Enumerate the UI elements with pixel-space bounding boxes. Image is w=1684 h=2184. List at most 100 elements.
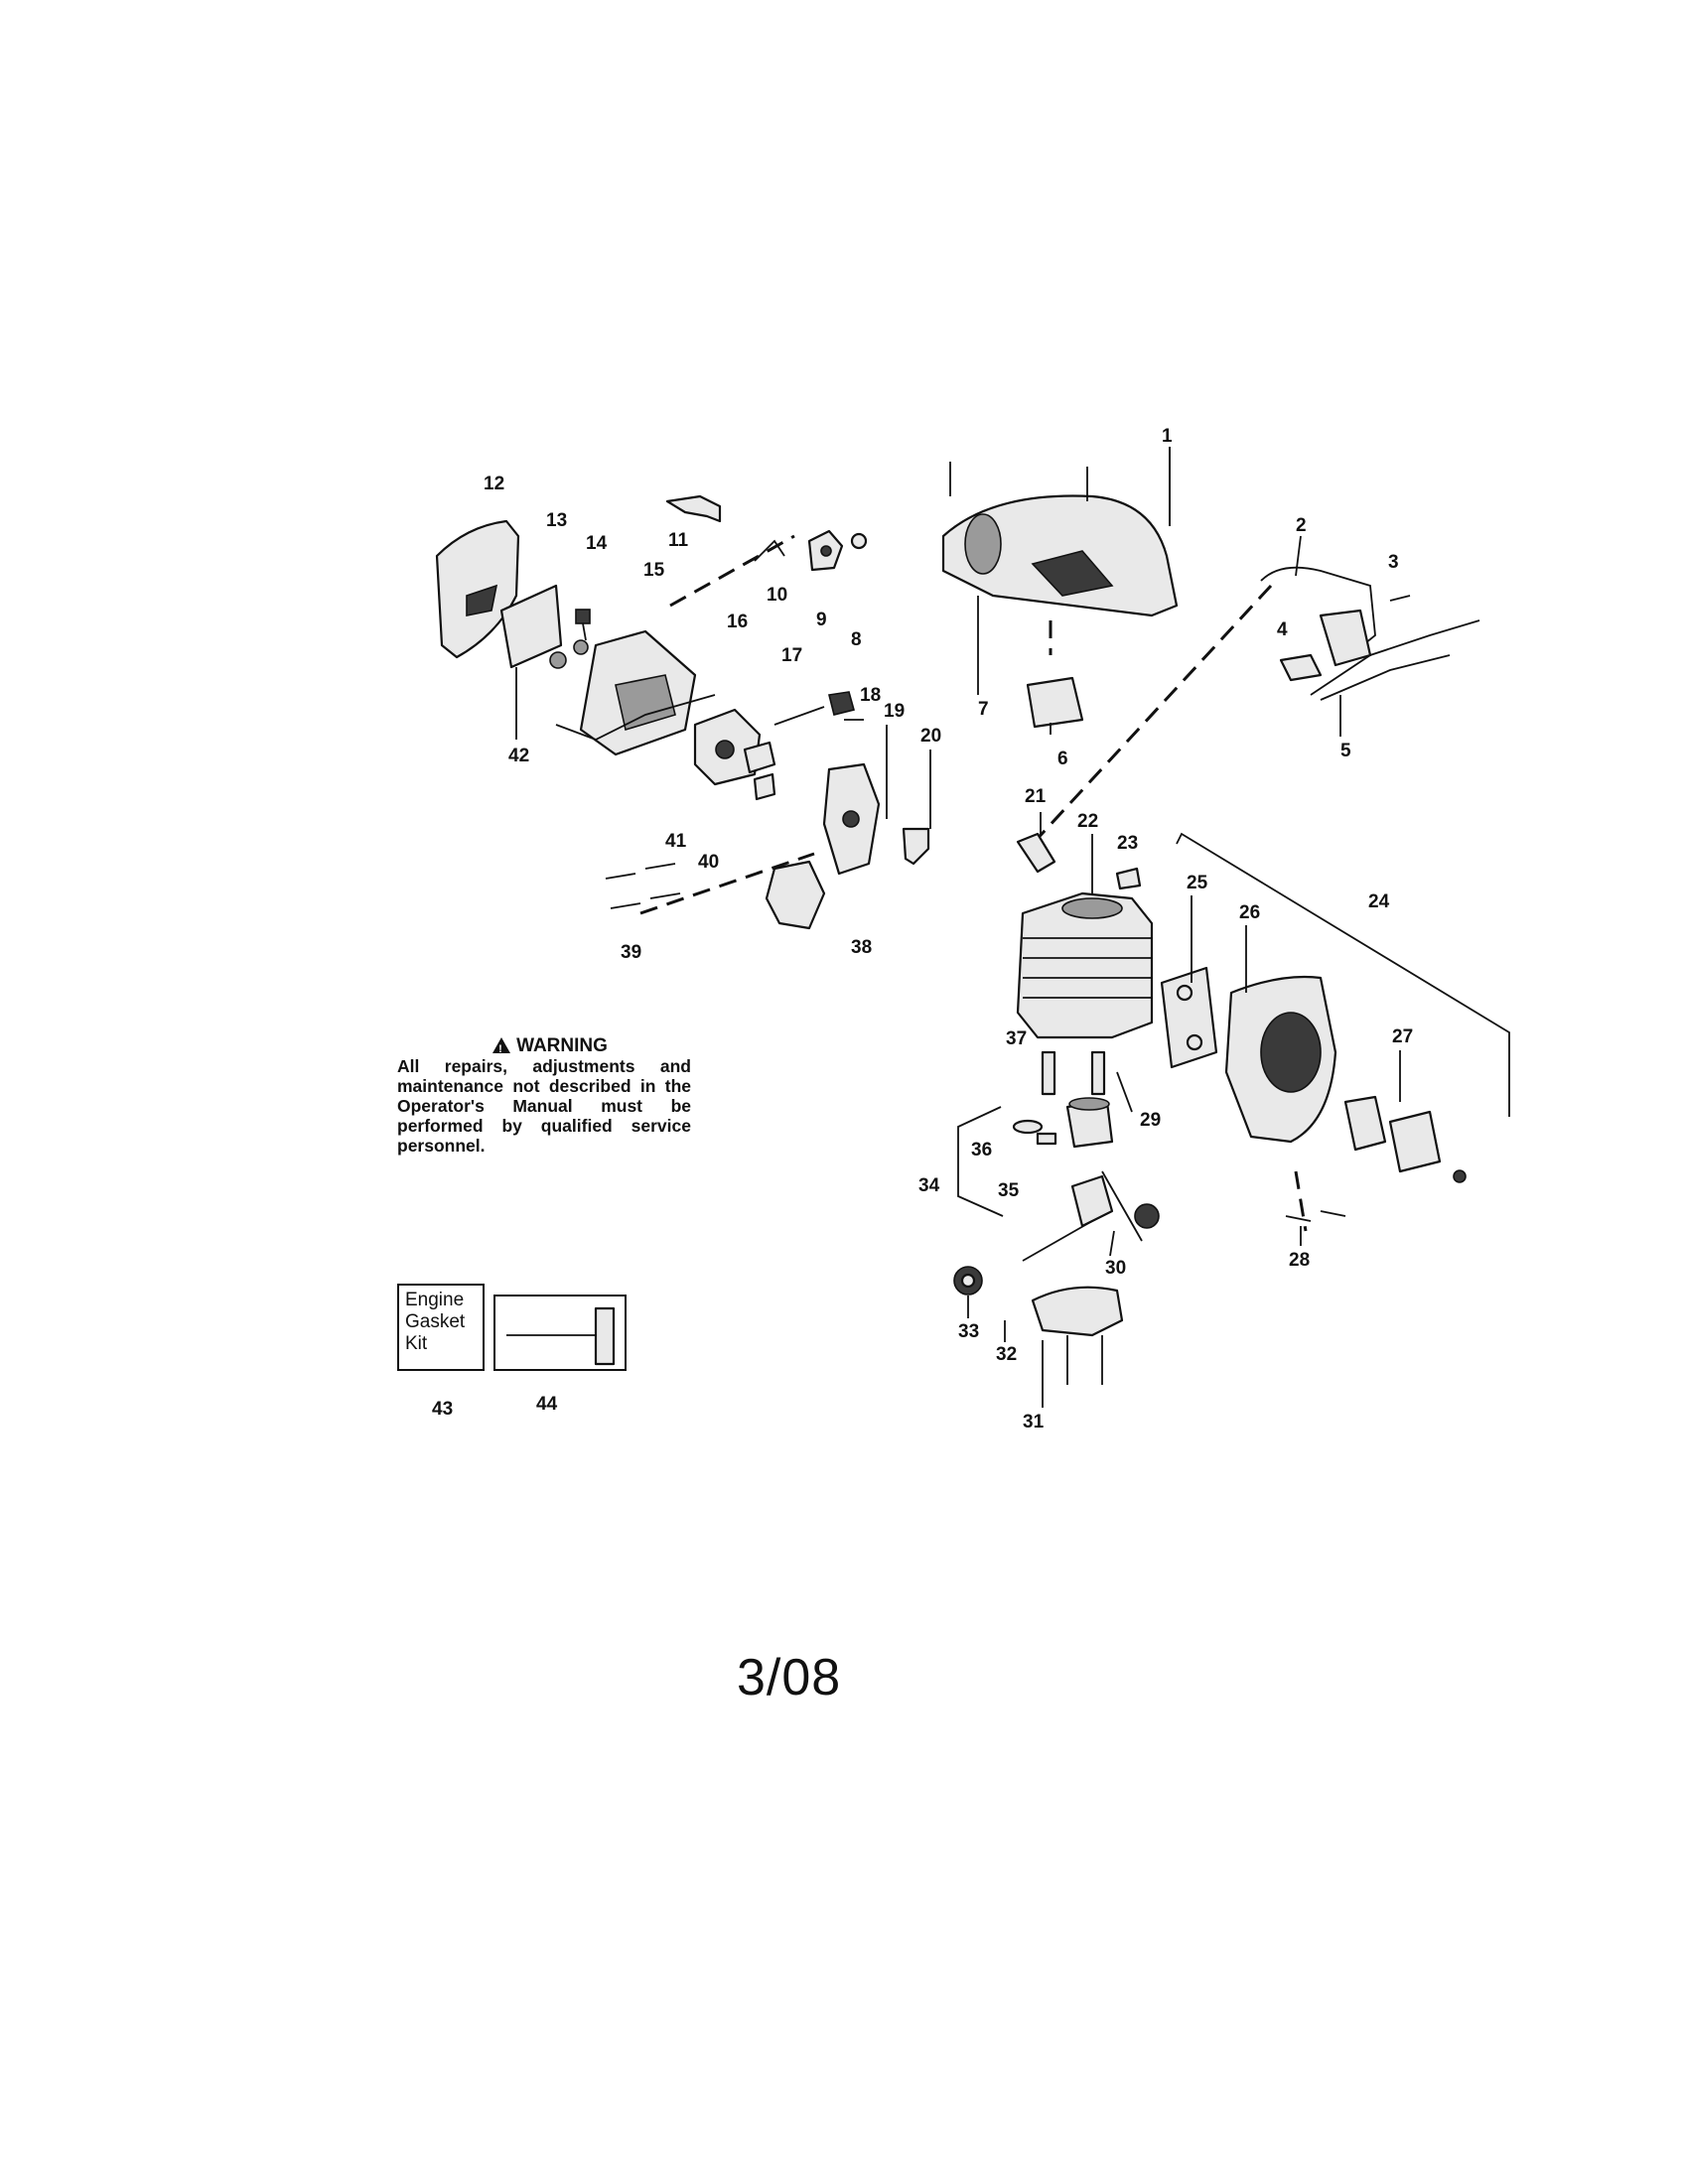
callout-8: 8	[851, 629, 862, 650]
callout-24: 24	[1368, 891, 1390, 912]
callout-36: 36	[971, 1140, 992, 1160]
tool-box	[493, 1295, 627, 1371]
warning-notice: WARNING All repairs, adjustments and mai…	[397, 1036, 691, 1157]
assembly-line-21-2	[1031, 584, 1273, 846]
callout-27: 27	[1392, 1026, 1413, 1047]
warning-icon	[492, 1037, 511, 1059]
callout-7: 7	[978, 699, 989, 720]
part-11-bracket	[665, 494, 722, 523]
part-31-screws	[1042, 1335, 1103, 1390]
part-38-boot	[765, 860, 826, 930]
part-33-bearing	[953, 1266, 983, 1296]
part-39-screws	[605, 863, 681, 909]
callout-21: 21	[1025, 786, 1047, 807]
callout-44: 44	[536, 1394, 558, 1415]
part-27-screen	[1343, 1095, 1467, 1183]
callout-38: 38	[851, 937, 872, 958]
part-22-cylinder	[1016, 891, 1154, 1039]
part-14-screw	[575, 609, 591, 641]
callout-6: 6	[1057, 749, 1068, 769]
kit-label: Engine Gasket Kit	[405, 1290, 466, 1354]
callout-3: 3	[1388, 552, 1399, 573]
part-34-bracket	[957, 1106, 1004, 1217]
part-12-cover	[435, 519, 520, 659]
callout-12: 12	[484, 474, 504, 494]
callout-35: 35	[998, 1180, 1020, 1201]
callout-37: 37	[1006, 1028, 1027, 1049]
part-29-piston	[1065, 1097, 1114, 1149]
part-3-screw	[1389, 595, 1411, 602]
callout-31: 31	[1023, 1412, 1045, 1433]
callout-29: 29	[1140, 1110, 1161, 1131]
callout-11: 11	[668, 530, 689, 551]
engine-gasket-kit-box: Engine Gasket Kit	[397, 1284, 485, 1371]
part-17-shaft	[773, 706, 825, 726]
callout-13: 13	[546, 510, 567, 531]
callout-39: 39	[621, 942, 641, 963]
part-44-tool	[506, 1306, 616, 1366]
part-40-gasket	[753, 772, 776, 801]
callout-42: 42	[508, 746, 529, 766]
part-21-spark-plug	[1016, 832, 1056, 874]
callout-19: 19	[884, 701, 905, 722]
assembly-line-39-19	[639, 852, 815, 915]
part-7-top-cover	[941, 494, 1179, 617]
callout-22: 22	[1077, 811, 1098, 832]
part-13-filter	[499, 584, 563, 669]
part-26-muffler	[1224, 975, 1337, 1144]
callout-18: 18	[860, 685, 881, 706]
assembly-line-28-26	[1294, 1170, 1308, 1232]
callout-40: 40	[698, 852, 719, 873]
leader-lines	[515, 447, 1401, 1408]
callout-labels: 1 2 3 4 5 6 7 8 9 10 11 12 13 14 15 16 1…	[432, 426, 1413, 1433]
part-23-clip	[1115, 867, 1142, 890]
part-41-spacer	[743, 741, 776, 774]
part-36-ring	[1012, 1119, 1044, 1135]
page-code: 3/08	[737, 1649, 842, 1706]
part-16-carburetor	[693, 708, 762, 786]
part-42-nut	[549, 651, 567, 669]
part-32-crankcase	[1031, 1286, 1124, 1337]
part-35-pin	[1036, 1132, 1057, 1146]
callout-20: 20	[920, 726, 941, 747]
callout-9: 9	[816, 610, 827, 630]
callout-43: 43	[432, 1399, 453, 1420]
warning-text: All repairs, adjustments and maintenance…	[397, 1056, 691, 1156]
callout-4: 4	[1277, 619, 1288, 640]
part-8-nut	[850, 532, 868, 550]
part-6-decal	[1026, 676, 1084, 729]
callout-16: 16	[727, 612, 748, 632]
part-20-clip	[902, 827, 930, 866]
callout-1: 1	[1162, 426, 1173, 447]
callout-34: 34	[918, 1175, 940, 1196]
callout-25: 25	[1187, 873, 1208, 893]
callout-5: 5	[1340, 741, 1351, 761]
part-5-wires	[1310, 619, 1480, 701]
callout-32: 32	[996, 1344, 1017, 1365]
callout-23: 23	[1117, 833, 1138, 854]
part-15-airbox	[555, 629, 716, 756]
part-30-crankshaft	[1022, 1170, 1143, 1262]
callout-15: 15	[643, 560, 665, 581]
callout-17: 17	[781, 645, 802, 666]
callout-30: 30	[1105, 1258, 1126, 1279]
part-28-screws	[1285, 1210, 1346, 1222]
part-37-studs	[1041, 1050, 1106, 1096]
callout-2: 2	[1296, 515, 1307, 536]
part-25-gasket	[1160, 966, 1218, 1069]
part-18-cap	[828, 691, 855, 716]
warning-title: WARNING	[409, 1036, 691, 1059]
callout-14: 14	[586, 533, 608, 554]
part-2-ignition	[1260, 566, 1376, 667]
callout-41: 41	[665, 831, 687, 852]
part-24-muffler-group-bracket	[1176, 832, 1510, 1117]
assembly-line-15-9	[669, 534, 795, 608]
callout-26: 26	[1239, 902, 1260, 923]
part-9-switch	[807, 529, 844, 572]
callout-28: 28	[1289, 1250, 1310, 1271]
part-19-intake	[822, 762, 881, 876]
part-4-bracket	[1279, 653, 1323, 682]
part-10-link	[754, 539, 785, 562]
callout-10: 10	[767, 585, 787, 606]
